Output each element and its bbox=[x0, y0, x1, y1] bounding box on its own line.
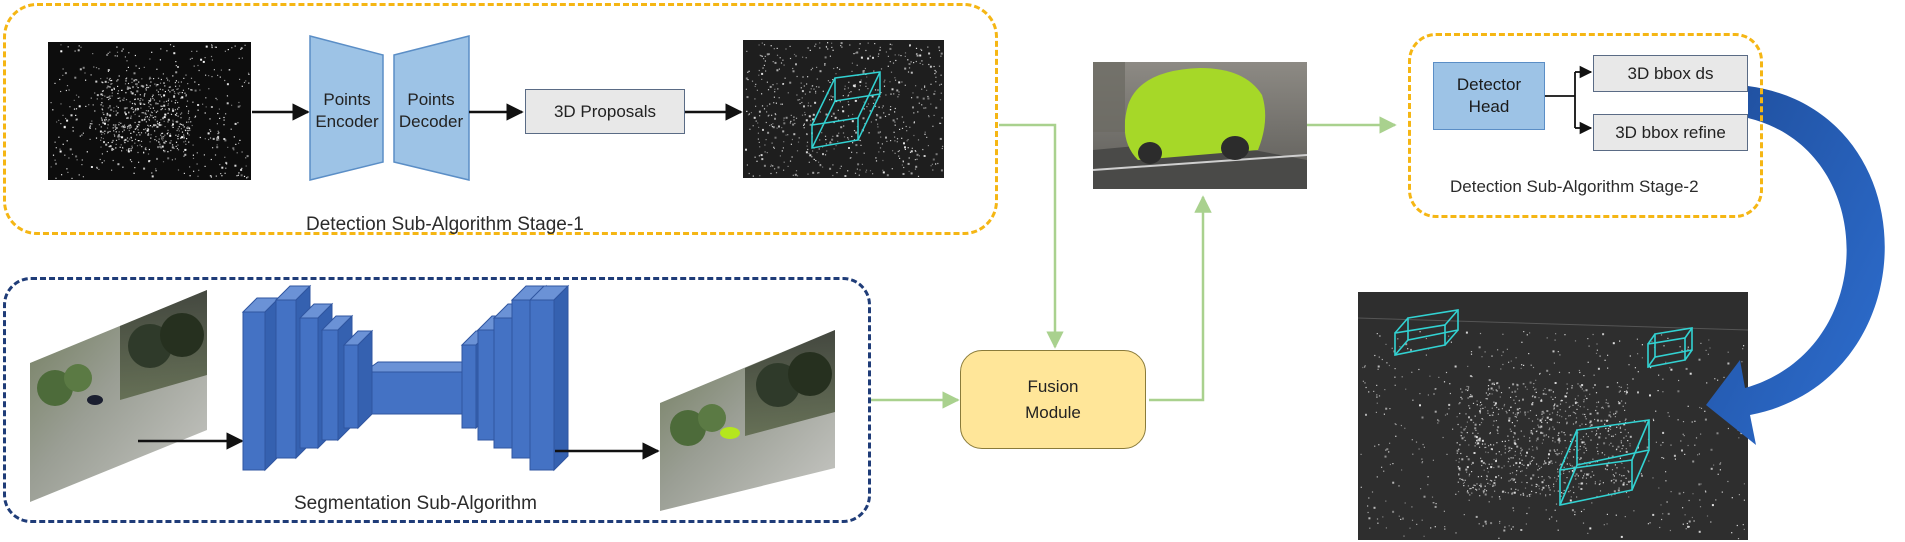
3d-bbox-icon bbox=[1394, 309, 1693, 506]
segmentation-label: Segmentation Sub-Algorithm bbox=[294, 493, 537, 514]
3d-bbox-icon bbox=[811, 71, 881, 149]
network-layer bbox=[461, 344, 477, 429]
network-layer bbox=[343, 344, 359, 429]
stage2-label: Detection Sub-Algorithm Stage-2 bbox=[1450, 177, 1699, 196]
network-layer bbox=[299, 317, 319, 449]
points-decoder-shape bbox=[393, 35, 470, 181]
detector-head-branches bbox=[1545, 65, 1593, 135]
network-layer bbox=[529, 299, 555, 471]
segmented-road-image bbox=[660, 330, 835, 511]
segmentation-region bbox=[3, 277, 871, 523]
stage1-label: Detection Sub-Algorithm Stage-1 bbox=[306, 214, 584, 235]
3d-bbox-refine-box: 3D bbox refine bbox=[1593, 114, 1748, 151]
network-layer bbox=[275, 299, 297, 459]
points-encoder-shape bbox=[309, 35, 384, 181]
result-point-cloud-image bbox=[1357, 292, 1749, 540]
green-flow-arrows bbox=[871, 116, 1397, 409]
point-cloud-image bbox=[48, 42, 251, 180]
3d-proposals-box: 3D Proposals bbox=[525, 89, 685, 134]
encoder-decoder-network-icon bbox=[241, 284, 570, 472]
road-image bbox=[30, 290, 207, 502]
curved-arrow-icon bbox=[1706, 86, 1885, 445]
fused-car-image bbox=[1092, 62, 1308, 189]
stage1-region bbox=[3, 3, 998, 235]
network-layer bbox=[242, 311, 266, 471]
3d-bbox-ds-box: 3D bbox ds bbox=[1593, 55, 1748, 92]
network-layer bbox=[363, 371, 465, 415]
stage2-region bbox=[1408, 33, 1763, 218]
bbox-image bbox=[743, 40, 944, 178]
network-layer bbox=[321, 329, 339, 441]
